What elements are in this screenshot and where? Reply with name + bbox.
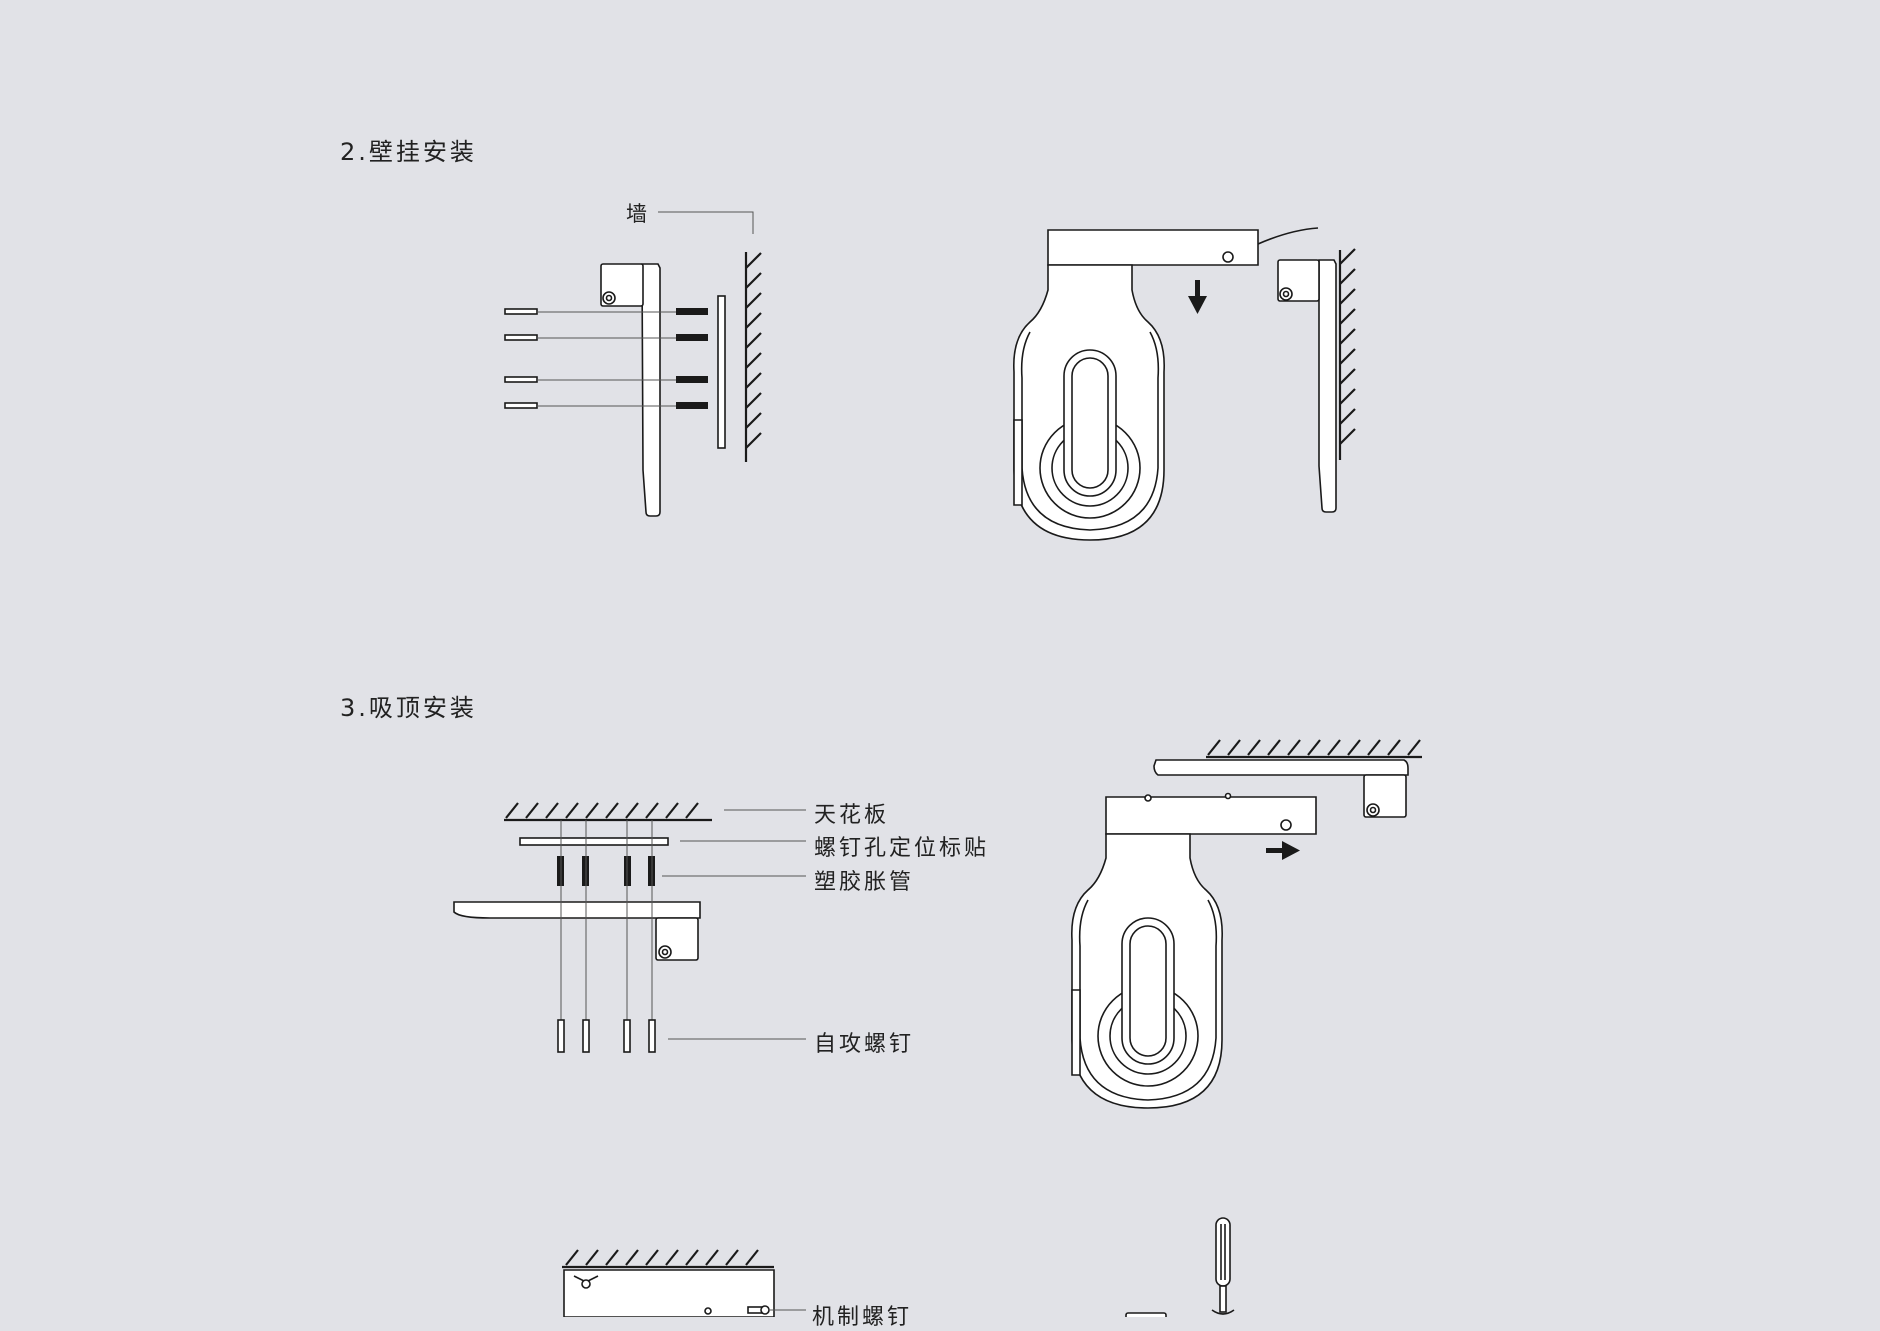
label-self-tapping-screw: 自攻螺钉 [814,1032,915,1057]
screw-icon [623,1019,631,1053]
screw-icon [557,1019,565,1053]
label-plastic-anchor: 塑胶胀管 [814,870,915,895]
ceiling-screws [557,820,656,1053]
label-screw-hole-sticker: 螺钉孔定位标贴 [814,836,990,861]
ceiling-bracket-mounted [1153,759,1409,818]
wall-anchors [676,308,708,409]
arrow-down-icon [1188,280,1207,314]
wall-bracket-mounted [1277,259,1337,513]
screw-hole-sticker [519,837,669,846]
ceiling-bracket [453,901,701,961]
ceiling-leader-lines [662,809,806,1040]
screw-icon [648,1019,656,1053]
screw-icon [504,376,676,383]
screw-icon [504,308,676,315]
wall-bracket [600,263,661,517]
section-title-wall: 2.壁挂安装 [340,138,477,166]
ceiling-hatch-icon [504,802,712,822]
section-title-ceiling: 3.吸顶安装 [340,694,477,722]
label-wall: 墙 [626,202,650,226]
arrow-right-icon [1266,841,1300,860]
screw-icon [504,402,676,409]
heater-unit-wall [1013,227,1319,541]
screw-icon [504,334,676,341]
wall-leader-line [658,211,754,234]
ceiling-bracket-bottom [563,1269,775,1317]
label-ceiling-board: 天花板 [814,803,890,828]
ceiling-hatch-icon [562,1249,774,1269]
screwdriver-icon [1125,1217,1235,1317]
heater-unit-ceiling [1071,792,1317,1109]
wall-screws [504,308,676,409]
screw-icon [582,1019,590,1053]
ceiling-hatch-icon [1206,739,1422,759]
wall-hatch-icon [744,252,762,462]
ceiling-anchors [557,856,655,886]
machine-screw-icon [747,1305,806,1315]
wall-hatch-icon [1338,248,1356,460]
screw-hole-sticker [717,295,726,449]
